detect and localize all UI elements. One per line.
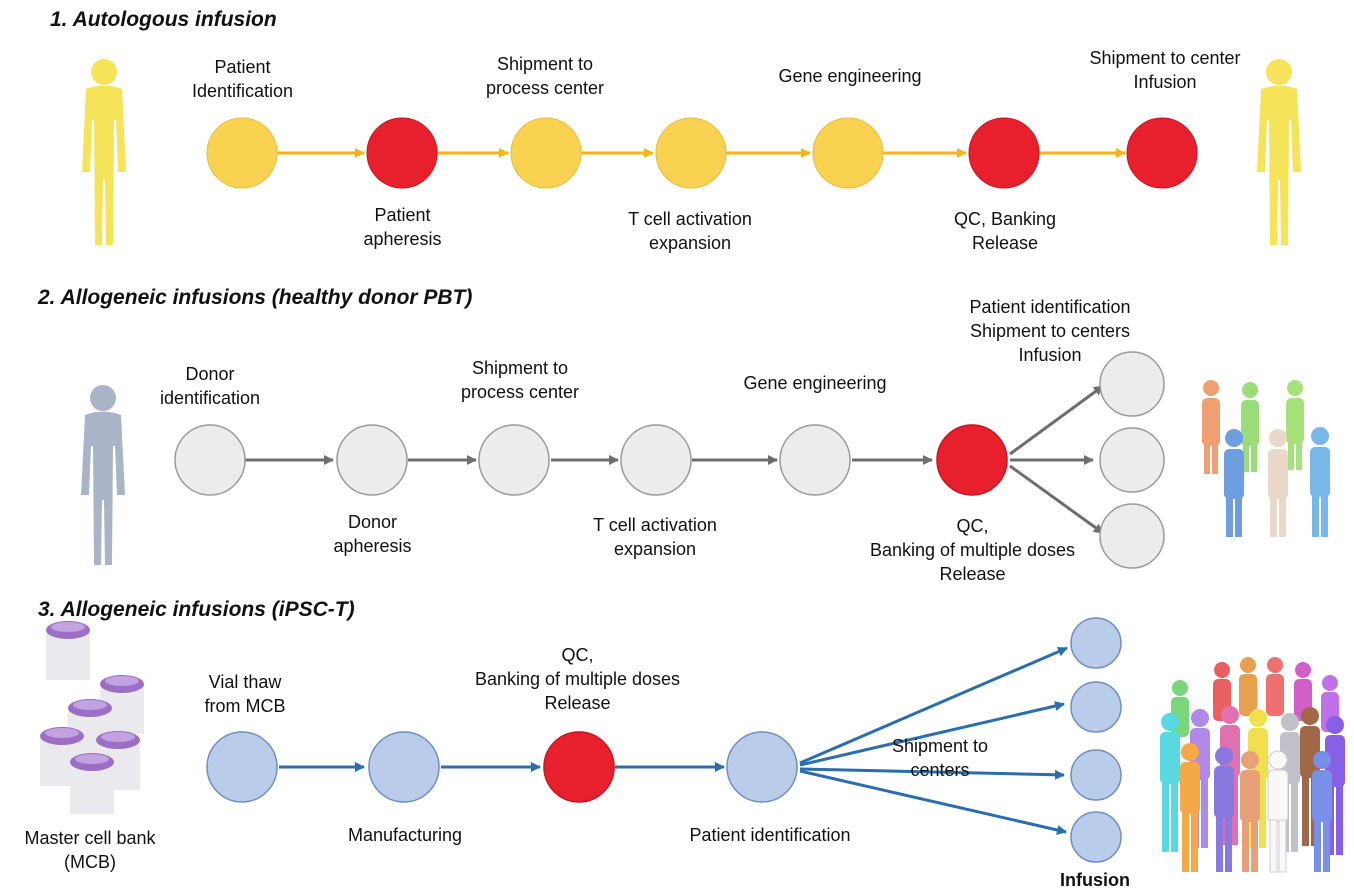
node-infusion-1 (1070, 617, 1122, 669)
label-shipment-to-centers: Shipment to centers (891, 736, 989, 780)
section-title-allo-ipsc: 3. Allogeneic infusions (iPSC-T) (38, 598, 355, 621)
label-vial-thaw: Vial thaw from MCB (204, 672, 286, 716)
label-gene-engineering: Gene engineering (743, 373, 887, 393)
section-title-autologous: 1. Autologous infusion (50, 8, 277, 31)
master-cell-bank-vials (40, 621, 144, 814)
node-infusion-2 (1099, 427, 1165, 493)
label-donor-identification: Donor identification (159, 364, 261, 408)
donor-figure (81, 385, 125, 565)
node-t-cell-activation (620, 424, 692, 496)
label-qc-banking-multiple-doses: QC, Banking of multiple doses Release (474, 645, 681, 713)
node-qc-banking (936, 424, 1008, 496)
node-patient-apheresis (366, 117, 438, 189)
label-patient-identification-shipment-infusion: Patient identification Shipment to cente… (969, 297, 1131, 365)
pbt-nodes (174, 351, 1165, 569)
label-qc-banking-release: QC, Banking Release (953, 209, 1057, 253)
label-shipment-to-process-center: Shipment to process center (485, 54, 605, 98)
node-donor-apheresis (336, 424, 408, 496)
node-gene-engineering (812, 117, 884, 189)
node-infusion (1126, 117, 1198, 189)
node-infusion-2 (1070, 681, 1122, 733)
patient-figure-left (82, 59, 126, 245)
patient-figure-right (1257, 59, 1301, 245)
node-shipment (510, 117, 582, 189)
node-shipment (478, 424, 550, 496)
node-t-cell-activation (655, 117, 727, 189)
label-qc-banking-multiple-doses: QC, Banking of multiple doses Release (869, 516, 1076, 584)
node-donor-identification (174, 424, 246, 496)
patient-crowd-small (1202, 380, 1330, 537)
label-master-cell-bank: Master cell bank (MCB) (24, 828, 156, 872)
node-patient-identification (726, 731, 798, 803)
label-patient-apheresis: Patient apheresis (363, 205, 442, 249)
label-gene-engineering: Gene engineering (778, 66, 922, 86)
node-infusion-3 (1099, 503, 1165, 569)
section-title-allo-pbt: 2. Allogeneic infusions (healthy donor P… (38, 286, 473, 309)
label-patient-identification: Patient Identification (191, 57, 294, 101)
label-patient-identification: Patient identification (689, 825, 851, 845)
label-t-cell-activation: T cell activation expansion (593, 515, 717, 559)
ipsc-nodes (206, 617, 1122, 863)
node-infusion-3 (1070, 749, 1122, 801)
node-gene-engineering (779, 424, 851, 496)
label-t-cell-activation: T cell activation expansion (628, 209, 752, 253)
ipsc-arrows (279, 646, 1068, 835)
node-manufacturing (368, 731, 440, 803)
label-shipment-to-center-infusion: Shipment to center Infusion (1089, 48, 1241, 92)
label-infusion: Infusion (1060, 870, 1130, 890)
node-qc-banking (543, 731, 615, 803)
node-infusion-1 (1099, 351, 1165, 417)
autologous-nodes (206, 117, 1198, 189)
label-manufacturing: Manufacturing (347, 825, 463, 845)
pbt-arrows (245, 384, 1104, 535)
label-shipment-to-process-center: Shipment to process center (460, 358, 580, 402)
node-vial-thaw (206, 731, 278, 803)
node-qc-banking (968, 117, 1040, 189)
node-patient-identification (206, 117, 278, 189)
label-donor-apheresis: Donor apheresis (333, 512, 412, 556)
node-infusion-4 (1070, 811, 1122, 863)
patient-crowd-large (1160, 657, 1345, 873)
